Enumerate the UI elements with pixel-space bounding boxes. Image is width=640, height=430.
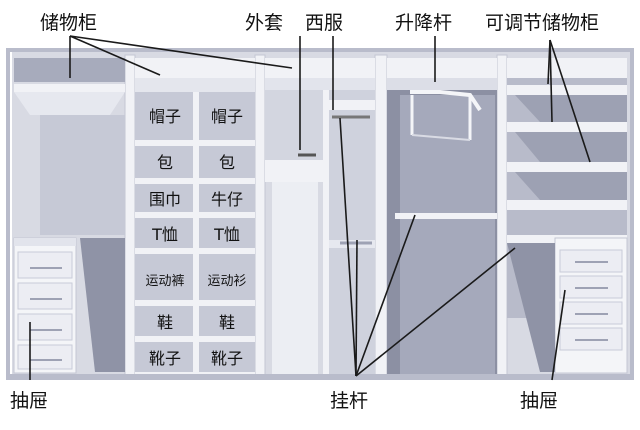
wardrobe-base: [8, 374, 632, 378]
left-hanging-area: [40, 115, 125, 235]
shelf-label-right-tshirt: T恤: [214, 225, 240, 244]
shelf-column-frame: [135, 58, 255, 375]
coat-section: [265, 58, 375, 375]
shelf-label-right-shoes: 鞋: [218, 313, 235, 332]
label-suit: 西服: [305, 12, 344, 34]
right-drawer-unit: [507, 237, 628, 374]
lift-mechanism: [410, 90, 482, 141]
shelf-label-left-shoes: 鞋: [156, 313, 173, 332]
label-lift-rod: 升降杆: [395, 12, 453, 34]
shelf-label-right-jeans: 牛仔: [210, 190, 243, 209]
shelf-label-left-hat: 帽子: [148, 107, 181, 126]
label-hanging-rod: 挂杆: [330, 390, 369, 412]
shelf-label-left-bag: 包: [156, 153, 173, 172]
shelf-label-left-tshirt: T恤: [152, 225, 178, 244]
left-inner-panel: [80, 238, 125, 372]
shelf-label-right-bag: 包: [218, 153, 235, 172]
shelf-label-right-hat: 帽子: [210, 107, 243, 126]
label-coat: 外套: [245, 12, 284, 34]
lift-rod-section: [387, 58, 497, 375]
shelf-label-left-sweatpants: 运动裤: [145, 273, 185, 289]
shelf-label-left-scarf: 围巾: [148, 190, 181, 209]
shelf-label-right-sweatshirt: 运动衫: [207, 273, 247, 289]
label-storage-cabinet: 储物柜: [40, 12, 98, 34]
label-adjustable-storage: 可调节储物柜: [485, 12, 600, 34]
label-drawer-left: 抽屉: [10, 390, 49, 412]
leader-lines: [29, 35, 591, 381]
left-drawer-unit: [13, 237, 77, 374]
label-drawer-right: 抽屉: [520, 390, 559, 412]
shelf-label-right-boots: 靴子: [210, 349, 243, 368]
shelf-label-left-boots: 靴子: [148, 349, 181, 368]
